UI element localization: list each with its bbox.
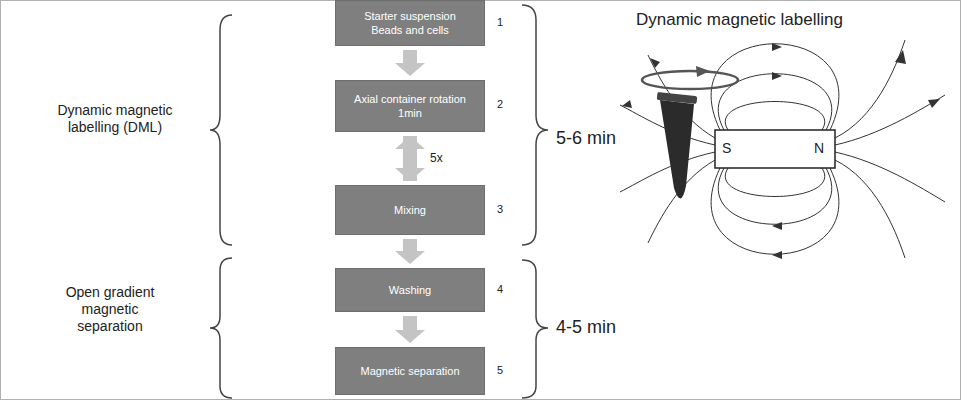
illustration-title: Dynamic magnetic labelling	[636, 10, 896, 30]
duration-label: 4-5 min	[556, 316, 646, 338]
box-text: Mixing	[394, 203, 426, 217]
block-arrow	[395, 136, 425, 181]
tube-cap	[657, 92, 698, 104]
group-label: Dynamic magnetic labelling (DML)	[55, 102, 175, 136]
pole-label: N	[814, 140, 834, 157]
box-text: Washing	[389, 283, 431, 297]
field-lines	[620, 40, 945, 258]
box-text: Magnetic separation	[360, 364, 459, 378]
bar-magnet	[715, 130, 835, 168]
duration-label: 5-6 min	[556, 127, 646, 149]
process-box: Axial container rotation1min	[335, 80, 485, 132]
field-arrows	[622, 43, 940, 259]
box-text: Axial container rotation	[354, 92, 466, 106]
box-text: Beads and cells	[371, 23, 449, 37]
process-box: Magnetic separation	[335, 347, 485, 395]
block-arrow	[395, 239, 425, 264]
process-box: Starter suspensionBeads and cells	[335, 0, 485, 46]
edge-label: 5x	[430, 151, 443, 165]
bracket	[210, 15, 232, 245]
bracket	[522, 260, 548, 398]
process-box: Mixing	[335, 185, 485, 235]
flow-arrow	[395, 50, 425, 76]
callout-number: 4	[497, 283, 517, 296]
callout-number: 5	[497, 364, 517, 377]
callout-number: 3	[497, 203, 517, 216]
box-text: Starter suspension	[364, 9, 456, 23]
rotation-arrowhead	[696, 66, 710, 77]
group-label: Open gradient magnetic separation	[60, 284, 160, 335]
callout-number: 1	[497, 16, 517, 29]
rotation-arrow	[642, 71, 738, 89]
process-box: Washing	[335, 268, 485, 312]
box-text: 1min	[398, 106, 422, 120]
pole-label: S	[722, 140, 742, 157]
sample-tube	[660, 100, 694, 199]
bracket	[522, 5, 548, 245]
block-arrow	[395, 316, 425, 343]
bracket	[210, 258, 232, 398]
flow-arrow	[395, 136, 425, 181]
block-arrow	[395, 50, 425, 76]
flow-arrow	[395, 316, 425, 343]
flow-arrow	[395, 136, 425, 181]
block-arrow	[395, 136, 425, 181]
callout-number: 2	[497, 98, 517, 111]
flow-arrow	[395, 239, 425, 264]
